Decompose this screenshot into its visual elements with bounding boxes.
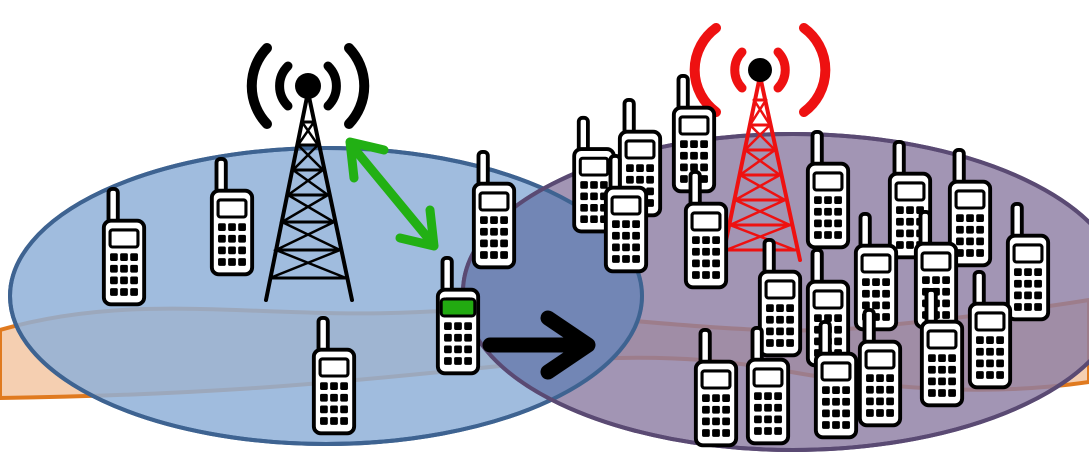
radio-tower-icon <box>689 23 831 262</box>
radio-units <box>104 76 1048 445</box>
active-screen <box>439 297 477 318</box>
right-arrow-icon <box>482 310 596 380</box>
double-arrow-icon <box>345 137 439 251</box>
radio-tower-icon <box>246 43 370 302</box>
